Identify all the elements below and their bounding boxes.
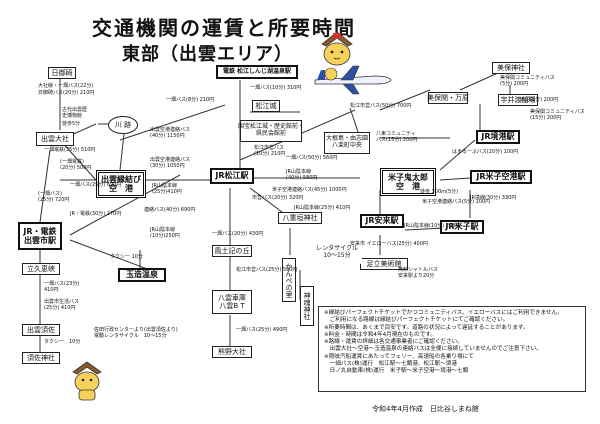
node-jr-yonago-airport-stn: JR米子空港駅 <box>470 170 532 184</box>
label-jr-sanin-main: JR山陰本線 (40分) 580円 <box>286 169 318 181</box>
label-renew-bus2: 出雲空港連絡バス (30分) 1050円 <box>150 157 191 169</box>
label-matsue-loop: 松江市営バス (10分) 210円 <box>254 145 286 157</box>
label-kumano-bus: 一畑バス(25分) 490円 <box>236 327 288 333</box>
node-kamosu: 神魂神社 <box>300 286 314 326</box>
label-matsue-ichibata: 一畑バス(10分) 310円 <box>250 85 302 91</box>
page-subtitle: 東部（出雲エリア） <box>122 44 293 65</box>
note-line: ※所要時間は、あくまで目安です。道路の状況によって遅延することがあります。 <box>324 324 529 331</box>
label-yonago-jr: JR境線(30分) 330円 <box>470 195 517 201</box>
airplane-illustration <box>314 65 392 95</box>
node-daikonshima: 大根島・由志園 八束町中央 <box>324 132 370 154</box>
node-tamatsukuri: 玉造温泉 <box>118 268 166 282</box>
shimanekko-mascot-illustration <box>321 31 353 66</box>
label-yasugi-jr: JR山陰本線(10分) 200円 <box>404 223 461 229</box>
label-mihonoseki-route: 松江市営バス(50分) 700円 <box>350 103 412 109</box>
note-line: ※縁結びパーフェクトチケットでかつコミュニティバス、イエローバスにはご利用できま… <box>324 310 563 316</box>
node-yakumo-sharyo: 八雲車庫 八雲B T <box>212 290 252 314</box>
label-airport-taisha: 一畑バス(25分) 690円 <box>70 182 122 188</box>
node-matsue-castle: 松江城 <box>252 100 280 112</box>
node-jr-izumoshi: JR・電鉄 出雲市駅 <box>18 222 62 250</box>
node-izumo-airport: 出雲縁結び 空 港 <box>96 170 146 198</box>
label-yaegaki-bus: 市営バス(20分) 320円 <box>252 195 304 201</box>
label-airport-matsue: 出雲空港連絡バス (40分) 1150円 <box>150 127 191 139</box>
label-mihonoseki-comm2: 美保関コミュニティバス (15分) 200円 <box>530 109 585 121</box>
label-yonago-air-walk: 徒歩 300m(5分) <box>420 189 459 195</box>
node-kenmin-kaikan: 国宝松江城・歴史館前・ 県民会館前 <box>238 120 304 142</box>
node-hinomisaki: 日御碕 <box>48 67 76 79</box>
node-suga-shrine: 須佐神社 <box>22 352 60 364</box>
label-izumo-jr: JR・電鉄(30分) 270円 <box>70 211 122 217</box>
note-line: ご利用になる路線は縁結びパーフェクトチケットにてご確認ください。 <box>324 317 509 324</box>
note-line: 日ノ丸自動車(株)運行 米子駅〜米子空港〜境港〜七類 <box>324 368 469 375</box>
label-hino-bus: 大社線・一畑バス(22分) <box>38 83 94 89</box>
label-suga-bus: 出雲市生活バス (25分) 410円 <box>44 299 80 311</box>
note-line: ※料金・時間は令和4年4月現在のものです。 <box>324 331 436 338</box>
note-line: ※路線・運賃の詳細は各交通事業者にご確認ください。 <box>324 339 463 346</box>
node-fudoki: 風土記の丘 <box>212 245 252 257</box>
label-mihonoseki-comm: 美保関コミュニティバス (5分) 200円 <box>500 75 555 87</box>
label-hino-bus-fare: 日御碕バス(20分) 210円 <box>38 90 95 96</box>
note-line: 出雲大社〜空港〜玉造温泉の連絡バスは全便に接続していませんのでご注意下さい。 <box>324 346 542 353</box>
node-rental-cycle: レンタサイクル 10〜15分 <box>312 242 362 264</box>
label-tamatsukuri-taxi: タクシー 10分 <box>110 254 143 260</box>
node-kawaato: 川 跡 <box>108 116 138 134</box>
label-uyu-ferry: 渡船(5分) 200円 <box>520 97 559 103</box>
node-mihonoseki-bus: 美保関・万原 <box>427 92 469 104</box>
label-jr-yasugi: JR山陰本線(25分) 410円 <box>294 205 351 211</box>
label-airport-izumoshi: (一畑バス) (25分) 720円 <box>38 191 70 203</box>
node-jr-yasugi: JR安来駅 <box>360 214 404 228</box>
label-dentetsu-kawaato: (一畑電鉄) (20分) 500円 <box>60 159 92 171</box>
label-renew-bus: 連絡バス(40分) 690円 <box>144 207 196 213</box>
label-sakaiminato-loop: はまるーぷバス(20分) 100円 <box>452 149 519 155</box>
label-kodai-museum: 古代出雲歴 史博物館 <box>62 107 88 119</box>
footer-credit: 令和4年4月作成 日比谷しまね館 <box>372 405 479 413</box>
label-matsue-yonago-bus: 一畑バス(50分) 560円 <box>286 155 338 161</box>
node-izumo-sudo: 出雲須佐 <box>22 324 60 336</box>
label-adachi-shuttle: 無料シャトルバス 安来駅より20分 <box>398 267 439 279</box>
label-kitaro-bus: 米子空港連絡バス(5分) 100円 <box>422 199 491 205</box>
node-jr-sakaiminato: JR境港駅 <box>476 130 520 144</box>
label-matsue-onsen-bus: 一畑バス(8分) 210円 <box>166 97 215 103</box>
note-line: ※隠岐汽船運賃にあたってフェリー、高速船の各乗り場にて <box>324 353 474 360</box>
label-yonago-bus: 米子空港連絡バス(45分) 1000円 <box>272 187 347 193</box>
node-kumano: 熊野大社 <box>212 346 252 358</box>
label-tachikue-bus: 一畑バス(23分) 410円 <box>44 281 80 293</box>
node-dentetsu-matsue-onsen: 電鉄 松江しんじ湖温泉駅 <box>216 65 298 79</box>
page-title: 交通機関の運賃と所要時間 <box>92 16 356 40</box>
label-yakumo-bus: 松江市営バス(25分) 590円 <box>236 267 298 273</box>
node-izumo-taisha: 出雲大社 <box>36 132 74 146</box>
label-sudo-note: 佐田行政センターより(出雲須佐より) 電動レンタサイクル 10〜15分 <box>94 327 178 339</box>
node-yonago-airport: 米子鬼太郎 空 港 <box>380 168 436 196</box>
node-kanbe-sato: かんべの里 <box>282 258 296 302</box>
node-uyu-port: 宇井渡船場 <box>498 94 538 106</box>
node-tachikue: 立久恵峡 <box>22 263 60 275</box>
node-yaegaki: 八重垣神社 <box>278 212 322 224</box>
node-miho-shrine: 美保神社 <box>492 62 530 74</box>
label-jr-hakubi: JR山陰本線 (25分)410円 <box>152 183 182 195</box>
node-jr-matsue[interactable]: JR松江駅 <box>210 168 254 184</box>
notes-box: ※縁結びパーフェクトチケットでかつコミュニティバス、イエローバスにはご利用できま… <box>318 306 586 392</box>
node-jr-yonago: JR米子駅 <box>440 220 484 234</box>
shimanekko-mascot-bottom <box>72 361 102 401</box>
note-line: 一畑バス(株)運行 松江駅〜七類港、松江駅〜境港 <box>324 360 458 367</box>
label-sudo-taxi: タクシー 10分 <box>44 339 81 345</box>
label-daikonshima-bus: 八束コミュニティ バス(15分) 200円 <box>376 131 418 143</box>
label-fudoki-bus: 一畑バス(20分) 430円 <box>212 231 264 237</box>
label-walk-5: 徒歩5分 <box>62 121 81 127</box>
label-yasugi-iyo: 安来市 イエローバス(25分) 400円 <box>350 241 428 247</box>
node-adachi: 足立美術館 <box>360 258 408 270</box>
label-tamatsukuri-jr: JR山陰本線 (10分)250円 <box>150 227 180 239</box>
label-taisha-dentetsu: 一畑電鉄(35分) 510円 <box>44 147 96 153</box>
